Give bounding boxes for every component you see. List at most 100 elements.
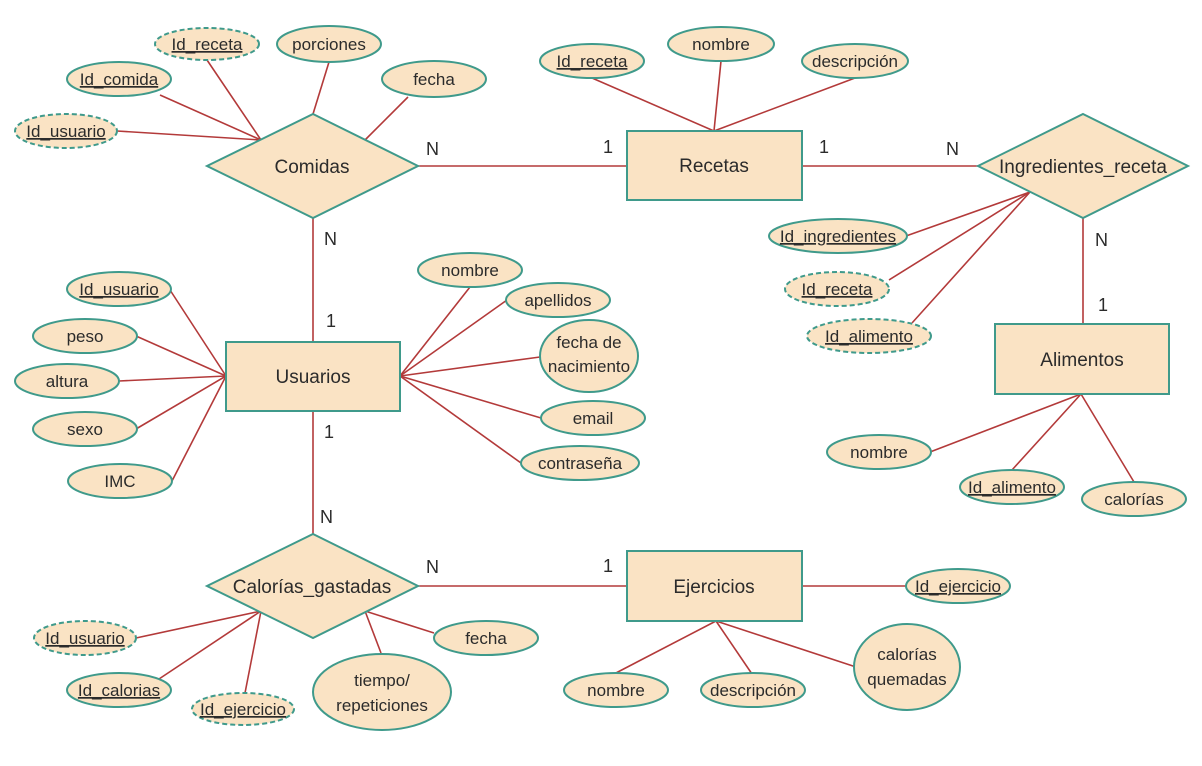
attr-alimentos-id-alimento[interactable]: Id_alimento <box>959 469 1065 505</box>
attr-comidas-fecha[interactable]: fecha <box>381 60 487 98</box>
attr-ejercicios-nombre[interactable]: nombre <box>563 672 669 708</box>
attr-usuarios-altura[interactable]: altura <box>14 363 120 399</box>
attr-usuarios-imc[interactable]: IMC <box>67 463 173 499</box>
cardinality-usuarios-calg-n: N <box>320 507 333 527</box>
attr-usuarios-id-usuario-label: Id_usuario <box>79 280 158 299</box>
attr-usuarios-id-usuario[interactable]: Id_usuario <box>66 271 172 307</box>
attr-comidas-id-receta-label: Id_receta <box>172 35 243 54</box>
attr-ejercicios-nombre-label: nombre <box>587 681 645 700</box>
edge-alimentos-calorias <box>1080 393 1135 483</box>
attr-comidas-id-comida[interactable]: Id_comida <box>66 61 172 97</box>
attr-recetas-descripcion[interactable]: descripción <box>801 43 909 79</box>
attr-alimentos-nombre-label: nombre <box>850 443 908 462</box>
cardinality-calg-ejercicios-n: N <box>426 557 439 577</box>
cardinalities: N 1 1 N N 1 N 1 1 N N 1 <box>320 137 1108 577</box>
entity-ejercicios[interactable]: Ejercicios <box>626 550 803 622</box>
attr-calg-id-usuario-label: Id_usuario <box>45 629 124 648</box>
edge-usuarios-peso <box>135 335 227 377</box>
edge-calg-fecha <box>364 610 435 634</box>
relationship-ingredientes-receta-label: Ingredientes_receta <box>999 157 1167 178</box>
attr-calg-fecha-label: fecha <box>465 629 507 648</box>
edge-usuarios-nombre <box>399 286 471 377</box>
attr-usuarios-apellidos[interactable]: apellidos <box>505 282 611 318</box>
entity-recetas[interactable]: Recetas <box>626 130 803 201</box>
entity-usuarios[interactable]: Usuarios <box>225 341 401 412</box>
attr-usuarios-sexo[interactable]: sexo <box>32 411 138 447</box>
relationship-ingredientes-receta[interactable]: Ingredientes_receta <box>975 112 1191 220</box>
attr-comidas-id-usuario-label: Id_usuario <box>26 122 105 141</box>
edge-usuarios-id-usuario <box>169 289 227 377</box>
edge-comidas-id-receta <box>206 59 262 141</box>
attr-calg-tiempo-repeticiones[interactable]: tiempo/ repeticiones <box>312 653 452 731</box>
attr-ingr-id-alimento-label: Id_alimento <box>825 327 913 346</box>
attr-usuarios-contrasena-label: contraseña <box>538 454 623 473</box>
attr-ejercicios-id-ejercicio-label: Id_ejercicio <box>915 577 1001 596</box>
attr-alimentos-calorias[interactable]: calorías <box>1081 481 1187 517</box>
cardinality-calg-ejercicios-1: 1 <box>603 556 613 576</box>
attr-calg-id-calorias[interactable]: Id_calorias <box>66 672 172 708</box>
attr-usuarios-email-label: email <box>573 409 614 428</box>
edge-ejercicios-descripcion <box>715 620 753 675</box>
entity-usuarios-label: Usuarios <box>276 367 351 388</box>
attr-usuarios-nombre[interactable]: nombre <box>417 252 523 288</box>
attr-comidas-id-usuario[interactable]: Id_usuario <box>14 113 118 149</box>
attr-ingr-id-receta-label: Id_receta <box>802 280 873 299</box>
edge-usuarios-apellidos <box>399 299 508 377</box>
attr-recetas-nombre[interactable]: nombre <box>667 26 775 62</box>
edge-ejercicios-calorias-quemadas <box>715 620 857 668</box>
attr-usuarios-contrasena[interactable]: contraseña <box>520 445 640 481</box>
attr-ejercicios-calq-line1: calorías <box>877 645 937 664</box>
attr-usuarios-email[interactable]: email <box>540 400 646 436</box>
attr-ejercicios-descripcion[interactable]: descripción <box>700 672 806 708</box>
attr-ingr-id-receta[interactable]: Id_receta <box>784 271 890 307</box>
cardinality-comidas-usuarios-n: N <box>324 229 337 249</box>
edge-alimentos-id-alimento <box>1011 393 1082 471</box>
attr-comidas-porciones-label: porciones <box>292 35 366 54</box>
attr-comidas-fecha-label: fecha <box>413 70 455 89</box>
attr-recetas-id-receta[interactable]: Id_receta <box>539 43 645 79</box>
attr-calg-tiempo-line2: repeticiones <box>336 696 428 715</box>
entity-recetas-label: Recetas <box>679 156 749 177</box>
edge-usuarios-sexo <box>135 375 227 430</box>
relationship-comidas[interactable]: Comidas <box>204 112 421 220</box>
attr-usuarios-altura-label: altura <box>46 372 89 391</box>
edge-ingr-id-alimento <box>911 191 1031 324</box>
attr-calg-id-calorias-label: Id_calorias <box>78 681 160 700</box>
edge-ingr-id-ingredientes <box>905 191 1031 237</box>
attr-usuarios-peso[interactable]: peso <box>32 318 138 354</box>
attr-calg-fecha[interactable]: fecha <box>433 620 539 656</box>
edge-calg-id-calorias <box>155 610 262 682</box>
attr-alimentos-calorias-label: calorías <box>1104 490 1164 509</box>
attr-recetas-nombre-label: nombre <box>692 35 750 54</box>
attr-alimentos-nombre[interactable]: nombre <box>826 434 932 470</box>
edge-comidas-id-comida <box>159 94 262 141</box>
relationship-comidas-label: Comidas <box>275 157 350 178</box>
attr-usuarios-nombre-label: nombre <box>441 261 499 280</box>
attr-usuarios-apellidos-label: apellidos <box>524 291 591 310</box>
attr-ejercicios-id-ejercicio[interactable]: Id_ejercicio <box>905 568 1011 604</box>
edge-usuarios-email <box>399 375 542 419</box>
attr-ingr-id-alimento[interactable]: Id_alimento <box>806 318 932 354</box>
attr-usuarios-fecha-nacimiento[interactable]: fecha de nacimiento <box>539 319 639 393</box>
attr-alimentos-id-alimento-label: Id_alimento <box>968 478 1056 497</box>
attr-comidas-id-receta[interactable]: Id_receta <box>154 27 260 61</box>
edge-ingr-id-receta <box>888 191 1031 281</box>
attr-comidas-porciones[interactable]: porciones <box>276 25 382 63</box>
entity-alimentos[interactable]: Alimentos <box>994 323 1170 395</box>
attr-calg-id-usuario[interactable]: Id_usuario <box>33 620 137 656</box>
cardinality-ingr-alimentos-n: N <box>1095 230 1108 250</box>
relationship-calorias-gastadas[interactable]: Calorías_gastadas <box>204 532 421 640</box>
entity-alimentos-label: Alimentos <box>1040 350 1123 371</box>
attr-calg-id-ejercicio[interactable]: Id_ejercicio <box>191 692 295 726</box>
edge-comidas-porciones <box>312 61 330 115</box>
attr-ingr-id-ingredientes[interactable]: Id_ingredientes <box>768 218 908 254</box>
edge-ejercicios-nombre <box>613 620 717 675</box>
attr-calg-tiempo-line1: tiempo/ <box>354 671 410 690</box>
attr-comidas-id-comida-label: Id_comida <box>80 70 159 89</box>
attr-ejercicios-calorias-quemadas[interactable]: calorías quemadas <box>853 623 961 711</box>
attr-usuarios-peso-label: peso <box>67 327 104 346</box>
cardinality-ingr-alimentos-1: 1 <box>1098 295 1108 315</box>
relationship-calorias-gastadas-label: Calorías_gastadas <box>233 577 391 598</box>
attr-recetas-id-receta-label: Id_receta <box>557 52 628 71</box>
